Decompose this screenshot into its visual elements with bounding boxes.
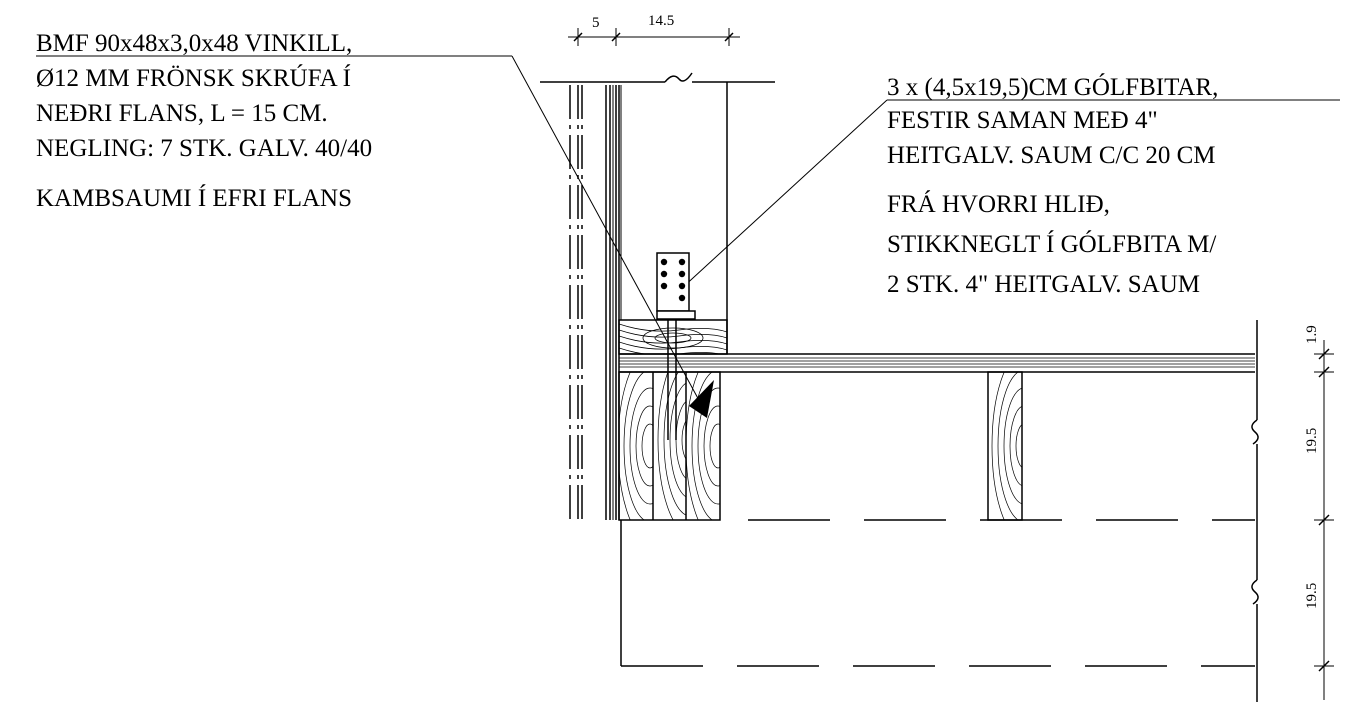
rim-joists — [618, 371, 721, 521]
top-plate — [618, 319, 728, 440]
left-note-line-5: KAMBSAUMI Í EFRI FLANS — [36, 184, 352, 212]
right-annotation: 3 x (4,5x19,5)CM GÓLFBITAR, FESTIR SAMAN… — [887, 73, 1218, 298]
right-note-line-3: HEITGALV. SAUM C/C 20 CM — [887, 142, 1216, 169]
floor-joist — [987, 371, 1023, 521]
right-note-line-1: 3 x (4,5x19,5)CM GÓLFBITAR, — [887, 73, 1218, 101]
break-line — [1251, 320, 1259, 702]
left-annotation: BMF 90x48x3,0x48 VINKILL, Ø12 MM FRÖNSK … — [36, 30, 372, 212]
top-dimension: 5 14.5 — [568, 13, 740, 46]
right-note-line-2: FESTIR SAMAN MEÐ 4" — [887, 107, 1158, 134]
wall-section — [569, 85, 1255, 667]
right-note-line-4: FRÁ HVORRI HLIÐ, — [887, 190, 1110, 218]
left-note-line-3: NEÐRI FLANS, L = 15 CM. — [36, 100, 328, 127]
angle-bracket — [656, 252, 696, 320]
dim-beam-lower: 19.5 — [1304, 583, 1320, 609]
left-note-line-4: NEGLING: 7 STK. GALV. 40/40 — [36, 135, 372, 162]
dim-top-right: 14.5 — [648, 13, 674, 29]
right-note-line-6: 2 STK. 4" HEITGALV. SAUM — [887, 271, 1200, 298]
left-note-line-1: BMF 90x48x3,0x48 VINKILL, — [36, 30, 352, 57]
dim-beam-upper: 19.5 — [1304, 428, 1320, 454]
left-note-line-2: Ø12 MM FRÖNSK SKRÚFA Í — [36, 64, 351, 92]
right-dimension: 1.9 19.5 19.5 — [1304, 325, 1334, 700]
right-note-line-5: STIKKNEGLT Í GÓLFBITA M/ — [887, 230, 1216, 258]
upper-stud — [540, 72, 775, 354]
dim-top-left: 5 — [592, 15, 600, 31]
floor-deck — [619, 353, 1255, 373]
dim-floor: 1.9 — [1304, 325, 1320, 344]
